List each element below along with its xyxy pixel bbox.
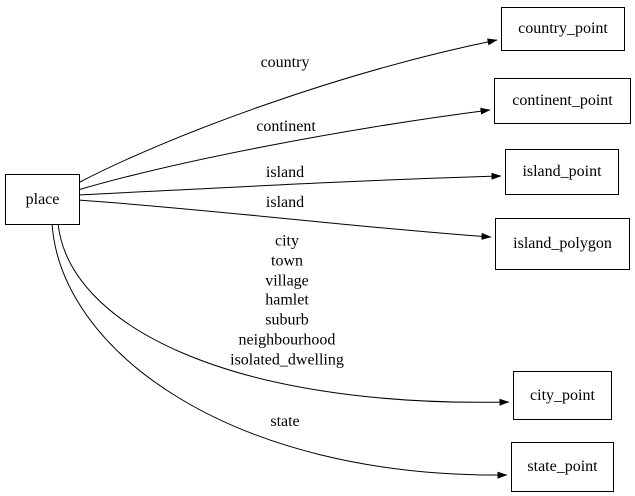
edge-place-continent-point	[77, 107, 491, 191]
node-continent-point: continent_point	[494, 78, 631, 124]
edge-label-continent: continent	[256, 118, 316, 136]
edge-place-island-polygon	[77, 199, 492, 240]
node-state-point: state_point	[511, 442, 614, 492]
node-city-point: city_point	[513, 371, 612, 420]
edge-label-city-town-village: city town village hamlet suburb neighbou…	[230, 232, 344, 369]
edge-label-country: country	[260, 54, 310, 72]
edge-place-state-point	[51, 222, 508, 479]
edge-label-island-point: island	[265, 164, 305, 182]
node-place: place	[5, 174, 80, 225]
node-island-point: island_point	[505, 149, 619, 195]
edge-label-state: state	[270, 413, 300, 431]
edge-place-country-point	[77, 38, 498, 184]
edge-label-island-polygon: island	[265, 194, 305, 212]
edge-place-city-point	[57, 222, 510, 406]
edge-place-island-point	[77, 172, 502, 196]
node-island-polygon: island_polygon	[495, 218, 630, 270]
node-country-point: country_point	[501, 7, 625, 51]
